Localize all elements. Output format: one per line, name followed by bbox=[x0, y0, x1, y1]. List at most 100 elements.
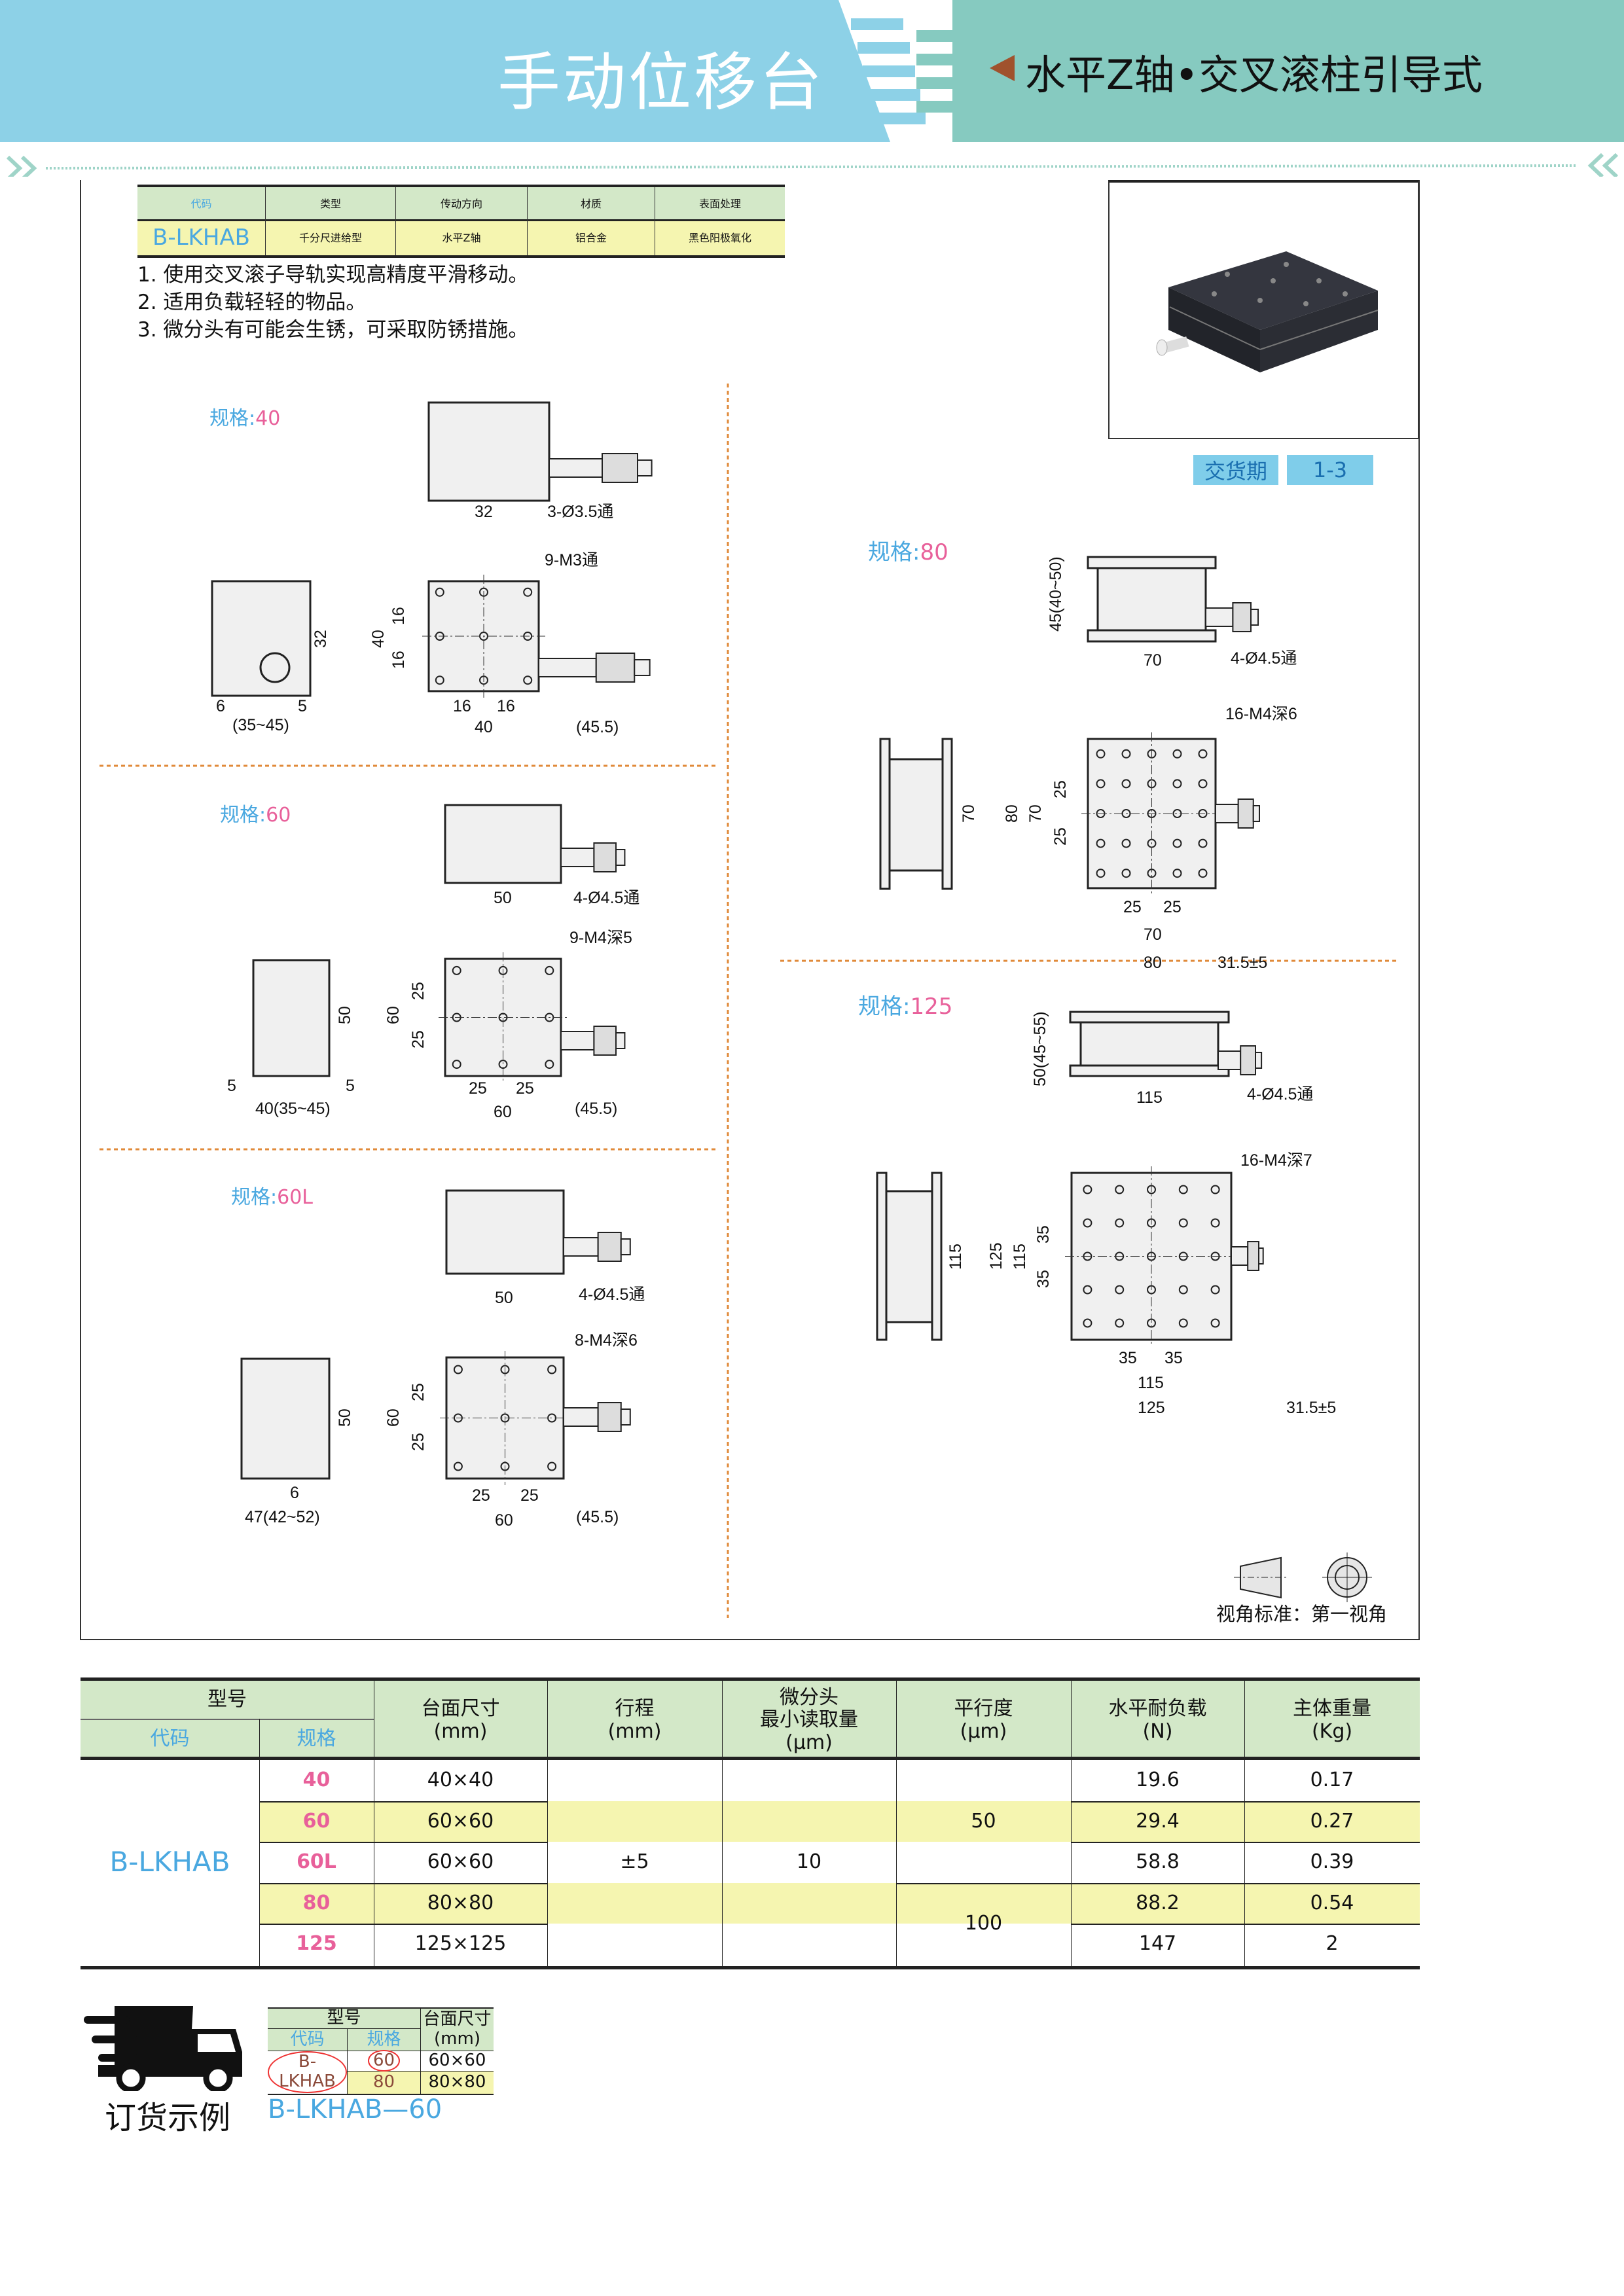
mount-hole bbox=[1115, 1318, 1125, 1328]
mount-hole bbox=[1115, 1218, 1125, 1228]
dimension-label: 25 bbox=[520, 1486, 539, 1505]
mount-hole bbox=[545, 965, 554, 975]
dimension-label: 70 bbox=[1026, 804, 1045, 823]
mount-hole bbox=[1121, 869, 1131, 878]
order-header-code: 代码 bbox=[290, 2029, 325, 2049]
stage60L-front-view bbox=[240, 1357, 331, 1480]
dimension-label: 9-M3通 bbox=[545, 551, 598, 569]
mount-hole bbox=[1198, 869, 1208, 878]
dimension-label: 45(40~50) bbox=[1047, 556, 1065, 632]
mount-hole bbox=[1121, 779, 1131, 789]
dimension-label: 50 bbox=[336, 1408, 354, 1427]
stage60-side-view bbox=[444, 804, 562, 884]
row-load: 88.2 bbox=[1136, 1891, 1180, 1914]
mount-hole bbox=[1210, 1318, 1220, 1328]
row-load: 19.6 bbox=[1136, 1768, 1180, 1791]
micrometer-cell: 10 bbox=[796, 1850, 822, 1873]
stage125-top-plate bbox=[1069, 1011, 1230, 1024]
dimension-label: 40 bbox=[369, 630, 388, 648]
stage125-side-micrometer-thimble-icon bbox=[1240, 1045, 1256, 1075]
stage60-top-micrometer-thimble-icon bbox=[593, 1026, 617, 1056]
mount-hole bbox=[1083, 1185, 1092, 1194]
truck-icon bbox=[84, 2006, 242, 2091]
stage60-side-micrometer-thimble-icon bbox=[593, 842, 617, 872]
dimension-label: 16 bbox=[453, 697, 471, 715]
row-weight: 2 bbox=[1326, 1932, 1339, 1955]
mount-hole bbox=[547, 1365, 557, 1374]
dimension-label: 50 bbox=[494, 889, 512, 907]
dimension-label: 25 bbox=[1123, 898, 1142, 916]
dimension-label: 4-Ø4.5通 bbox=[573, 889, 640, 907]
mount-hole bbox=[1096, 749, 1106, 759]
spec-table: 型号代码规格台面尺寸(mm)行程(mm)微分头最小读取量(μm)平行度(μm)水… bbox=[81, 1677, 1420, 1969]
dimension-label: 60 bbox=[384, 1006, 403, 1024]
dimension-label: 25 bbox=[1163, 898, 1182, 916]
frame-right bbox=[1418, 180, 1420, 1640]
dimension-label: 115 bbox=[1136, 1088, 1163, 1107]
mount-hole bbox=[435, 587, 444, 597]
mount-hole bbox=[545, 1060, 554, 1069]
dimension-label: 70 bbox=[1144, 651, 1162, 670]
intro-type-value: 千分尺进给型 bbox=[265, 221, 395, 255]
dimension-label: (35~45) bbox=[232, 716, 289, 734]
dimension-label: 31.5±5 bbox=[1286, 1399, 1336, 1417]
row-size: 125 bbox=[296, 1932, 337, 1955]
frame-bottom bbox=[80, 1639, 1420, 1640]
code-cell: B-LKHAB bbox=[109, 1846, 230, 1878]
row-size: 40 bbox=[302, 1768, 331, 1791]
intro-code-value: B-LKHAB bbox=[153, 224, 250, 251]
stage80-side-micrometer-barrel bbox=[1205, 607, 1234, 627]
dimension-label: 4-Ø4.5通 bbox=[1231, 649, 1297, 668]
dimension-label: 35 bbox=[1034, 1270, 1053, 1288]
dimension-label: 8-M4深6 bbox=[575, 1331, 638, 1350]
spec-label-40: 规格:40 bbox=[209, 407, 281, 430]
stage60L-side-micrometer-spindle bbox=[620, 1238, 631, 1255]
row-size: 60 bbox=[302, 1809, 331, 1833]
header-load: 水平耐负载(N) bbox=[1108, 1697, 1207, 1743]
parallelism-100: 100 bbox=[964, 1911, 1003, 1935]
stage125-top-micrometer-spindle bbox=[1258, 1247, 1264, 1265]
dimension-label: 3-Ø3.5通 bbox=[547, 503, 613, 521]
stage60-top-micrometer-barrel bbox=[560, 1031, 595, 1050]
order-example-title: 订货示例 bbox=[105, 2100, 231, 2136]
mount-hole bbox=[1210, 1185, 1220, 1194]
mount-hole bbox=[1096, 779, 1106, 789]
dims-60L: 50 4-Ø4.5通 8-M4深6 50 6 47(42~52) 60 25 2… bbox=[245, 1285, 645, 1530]
stage125-side-micrometer-barrel bbox=[1218, 1050, 1242, 1070]
mount-hole bbox=[1178, 1185, 1188, 1194]
row-load: 58.8 bbox=[1136, 1850, 1180, 1873]
row-size: 80 bbox=[302, 1891, 331, 1914]
dimension-label: 70 bbox=[960, 804, 978, 823]
dimension-label: 70 bbox=[1144, 925, 1162, 944]
mount-hole bbox=[453, 1365, 463, 1374]
section-dividers bbox=[99, 384, 1398, 1618]
technical-drawings: 32 3-Ø3.5通 9-M3通 32 40 16 16 6 5 (35~45)… bbox=[99, 384, 1398, 1625]
order-size-60: 60 bbox=[347, 2049, 420, 2072]
mount-hole bbox=[1172, 779, 1182, 789]
mount-hole bbox=[1210, 1218, 1220, 1228]
stage80-side-body bbox=[1096, 567, 1207, 632]
stage60L-top-micrometer-barrel bbox=[563, 1407, 599, 1427]
spec-label-80: 规格:80 bbox=[868, 539, 948, 565]
dimension-label: 31.5±5 bbox=[1218, 954, 1267, 972]
row-table-size: 125×125 bbox=[414, 1932, 507, 1955]
intro-direction-value: 水平Z轴 bbox=[395, 221, 527, 255]
stage125-front-plate bbox=[876, 1172, 888, 1341]
header-size: 规格 bbox=[297, 1727, 336, 1751]
stage60-front-view bbox=[252, 959, 331, 1077]
note-item: 1. 使用交叉滚子导轨实现高精度平滑移动。 bbox=[137, 263, 529, 287]
mount-hole bbox=[523, 587, 533, 597]
spec-label-60: 规格:60 bbox=[220, 804, 291, 827]
row-table-size: 60×60 bbox=[427, 1850, 494, 1873]
dimension-label: 5 bbox=[298, 697, 307, 715]
mount-hole bbox=[1172, 749, 1182, 759]
dimension-label: 25 bbox=[1051, 827, 1070, 846]
intro-surface-value: 黑色阳极氧化 bbox=[655, 221, 785, 255]
intro-material-value: 铝合金 bbox=[527, 221, 655, 255]
dimension-label: 50 bbox=[495, 1289, 513, 1307]
chevron-left-icon bbox=[1602, 152, 1619, 177]
dimension-label: (45.5) bbox=[575, 1100, 617, 1118]
dimension-label: 32 bbox=[312, 630, 330, 648]
dimension-label: 25 bbox=[409, 1383, 427, 1401]
stage40-side-micrometer-barrel bbox=[549, 458, 603, 478]
